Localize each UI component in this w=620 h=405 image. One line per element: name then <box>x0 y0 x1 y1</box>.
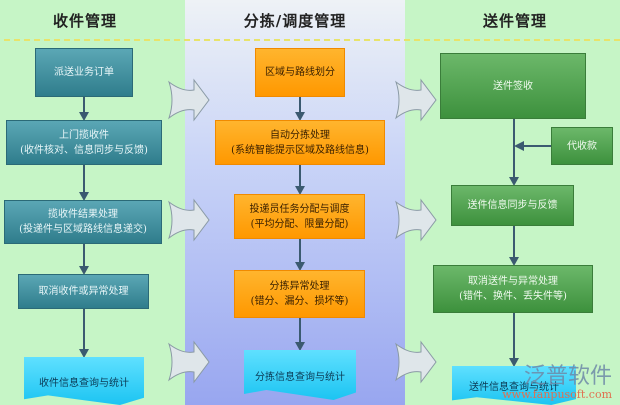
arrow-down <box>79 309 89 358</box>
arrow-down <box>79 165 89 201</box>
step-sort-exception: 分拣异常处理(错分、漏分、损坏等) <box>234 270 365 318</box>
watermark-brand: 泛普软件 <box>523 364 612 389</box>
column-title-receiving: 收件管理 <box>52 12 117 30</box>
column-title-delivery: 送件管理 <box>482 12 547 30</box>
flow-arrow-icon <box>395 340 437 384</box>
divider <box>4 39 620 41</box>
flow-arrow-icon <box>168 78 210 122</box>
arrow-down <box>509 226 519 266</box>
step-pickup-result: 揽收件结果处理(投递件与区域路线信息递交) <box>4 200 162 244</box>
flow-arrow-icon <box>168 198 210 242</box>
step-delivery-signoff: 送件签收 <box>440 53 586 119</box>
watermark-url: www.fanpusoft.com <box>502 388 612 401</box>
arrow-down <box>295 97 305 121</box>
arrow-down <box>295 318 305 351</box>
arrow-left <box>514 141 551 151</box>
arrow-down <box>295 165 305 195</box>
step-dispatch-order: 派送业务订单 <box>35 48 133 97</box>
flow-arrow-icon <box>395 78 437 122</box>
arrow-down <box>79 97 89 121</box>
step-task-assign: 投递员任务分配与调度(平均分配、限量分配) <box>234 194 365 239</box>
flow-arrow-icon <box>168 340 210 384</box>
arrow-down <box>509 119 519 186</box>
arrow-down <box>509 313 519 367</box>
flow-arrow-icon <box>395 198 437 242</box>
doc-receiving-stats: 收件信息查询与统计 <box>24 357 144 405</box>
step-auto-sort: 自动分拣处理(系统智能提示区域及路线信息) <box>215 120 385 165</box>
column-title-sorting: 分拣/调度管理 <box>243 12 347 30</box>
step-cancel-pickup: 取消收件或异常处理 <box>18 274 149 309</box>
watermark: 泛普软件 www.fanpusoft.com <box>502 365 612 401</box>
step-region-route: 区域与路线划分 <box>255 48 345 97</box>
step-cod: 代收款 <box>551 127 613 165</box>
arrow-down <box>295 239 305 271</box>
step-pickup: 上门揽收件(收件核对、信息同步与反馈) <box>6 120 162 165</box>
step-delivery-sync: 送件信息同步与反馈 <box>451 185 574 226</box>
step-cancel-delivery: 取消送件与异常处理(错件、换件、丢失件等) <box>433 265 593 313</box>
arrow-down <box>79 244 89 275</box>
